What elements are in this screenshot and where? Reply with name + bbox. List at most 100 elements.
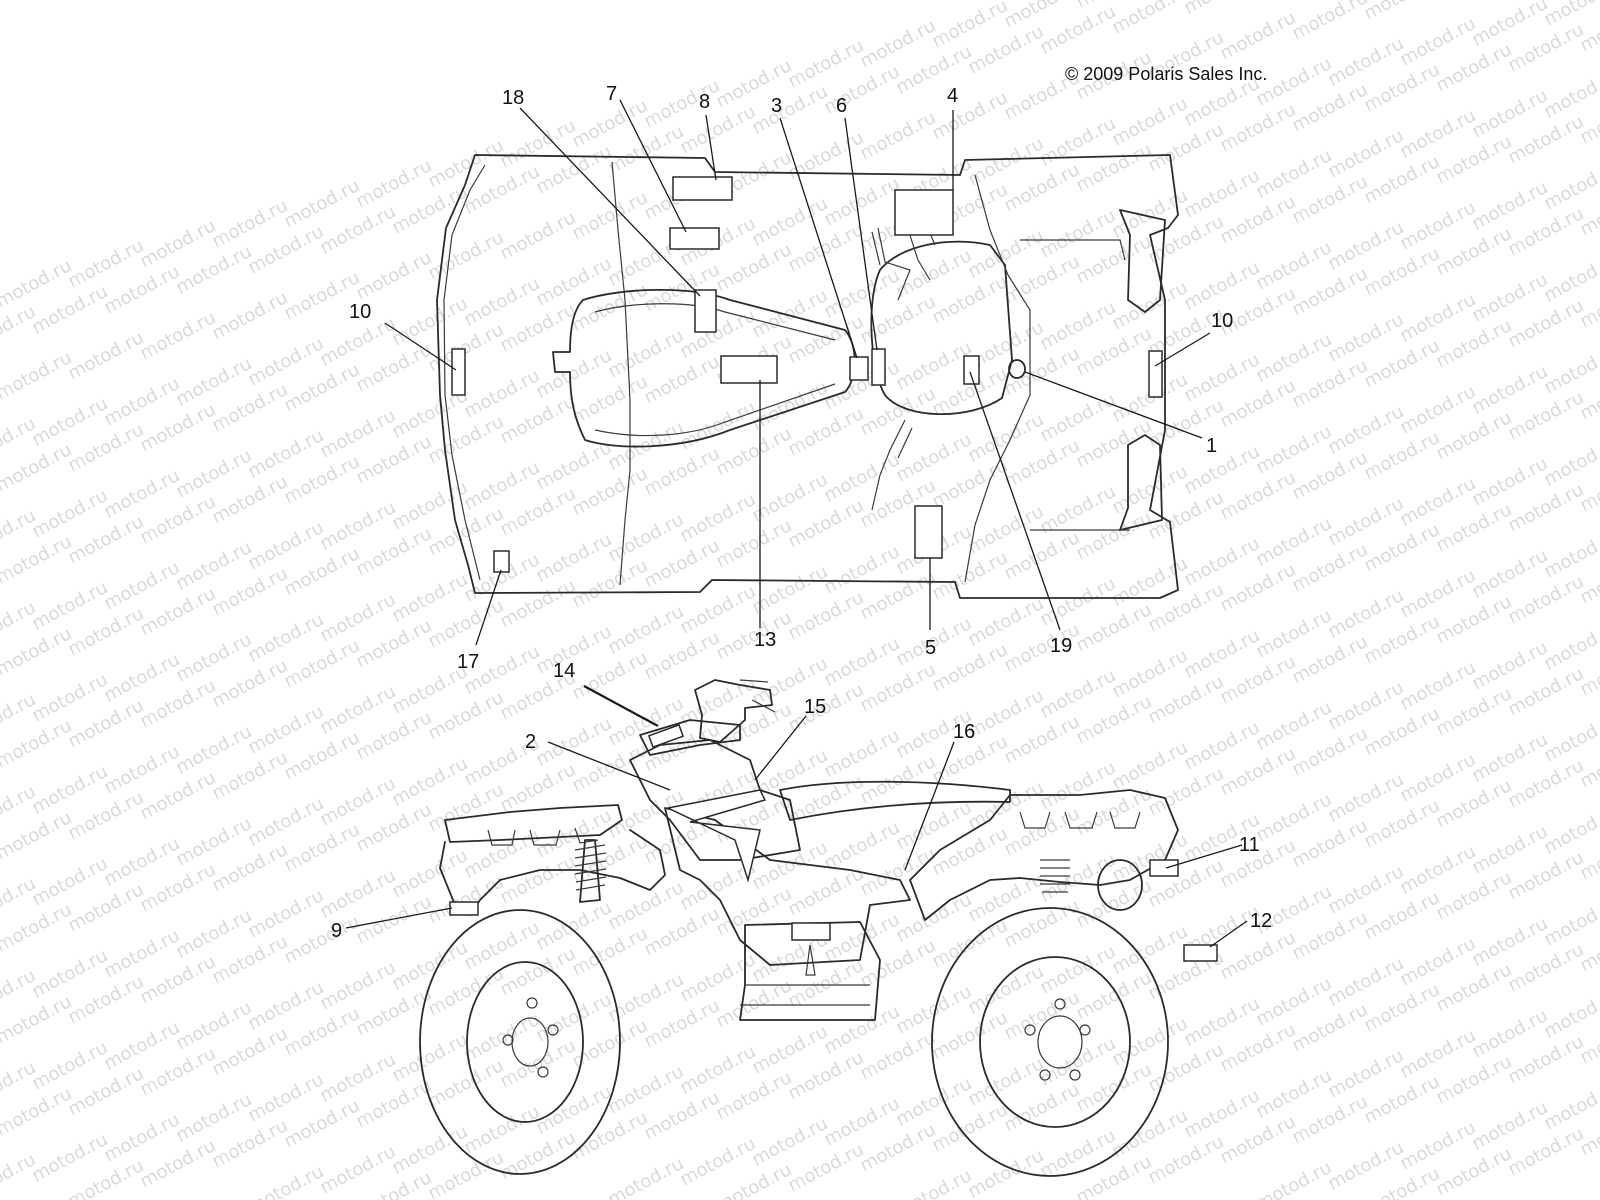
front-lug-nut — [1054, 998, 1066, 1010]
decal-17 — [493, 550, 510, 573]
leader-12 — [1209, 920, 1248, 948]
watermark-text: motod.ru — [1288, 0, 1371, 44]
front-rim — [979, 956, 1131, 1128]
leader-15 — [754, 715, 807, 781]
rear-lug-nut — [547, 1024, 559, 1036]
decal-13 — [720, 355, 778, 384]
decal-5 — [914, 505, 943, 559]
decal-11 — [1149, 859, 1179, 877]
leader-17 — [475, 569, 502, 646]
watermark-text: motod.ru — [1180, 0, 1263, 18]
watermark-text: motod.ru — [568, 187, 651, 244]
decal-10-right — [1148, 350, 1163, 398]
watermark-text: motod.ru — [64, 327, 147, 384]
decal-6 — [871, 348, 886, 386]
front-tire — [931, 907, 1169, 1177]
watermark-text: motod.ru — [1216, 7, 1299, 64]
callout-2: 2 — [525, 731, 536, 753]
decal-7 — [669, 227, 720, 250]
watermark-text: motod.ru — [1432, 0, 1515, 4]
headlight-top — [1119, 209, 1166, 313]
watermark-text: motod.ru — [424, 227, 507, 284]
callout-7: 7 — [606, 83, 617, 105]
leader-19 — [969, 371, 1061, 631]
leader-11 — [1165, 844, 1243, 869]
watermark-text: motod.ru — [352, 247, 435, 304]
front-lug-nut — [1039, 1069, 1051, 1081]
watermark-text: motod.ru — [604, 1153, 687, 1200]
handlebar-grip — [739, 679, 776, 713]
callout-6: 6 — [836, 95, 847, 117]
decal-12 — [1183, 944, 1218, 962]
decal-19 — [963, 355, 980, 385]
leader-10-left — [384, 322, 457, 371]
decal-4 — [894, 189, 954, 236]
handlebar-left — [871, 227, 911, 301]
leader-1 — [1024, 371, 1203, 439]
leader-16 — [904, 741, 955, 871]
watermark-text: motod.ru — [136, 307, 219, 364]
decal-18 — [694, 289, 717, 333]
callout-8: 8 — [699, 91, 710, 113]
watermark-text: motod.ru — [244, 1161, 327, 1200]
leader-14 — [583, 685, 659, 727]
callout-9: 9 — [331, 920, 342, 942]
leader-9 — [345, 907, 453, 929]
watermark-text: motod.ru — [784, 127, 867, 184]
callout-10-left: 10 — [349, 301, 371, 323]
watermark-text: motod.ru — [892, 1165, 975, 1200]
atv-side-view — [419, 679, 1218, 1177]
watermark-text: motod.ru — [964, 1145, 1047, 1200]
copyright-notice: © 2009 Polaris Sales Inc. — [1065, 64, 1267, 84]
handlebar-riser — [639, 719, 741, 756]
front-fender — [909, 789, 1179, 921]
watermark-text: motod.ru — [1360, 0, 1443, 24]
watermark-text: motod.ru — [1252, 1157, 1335, 1200]
callout-15: 15 — [804, 696, 826, 718]
callout-4: 4 — [947, 85, 958, 107]
watermark-text: motod.ru — [496, 207, 579, 264]
rear-rack-line — [443, 164, 486, 581]
callout-17: 17 — [457, 651, 479, 673]
watermark-text: motod.ru — [1108, 0, 1191, 38]
callout-19: 19 — [1050, 635, 1072, 657]
front-fender-inner — [1020, 239, 1130, 531]
front-lug-nut — [1069, 1069, 1081, 1081]
rear-lug-nut — [526, 997, 538, 1009]
front-hub — [1037, 1015, 1083, 1069]
leader-10-right — [1154, 332, 1211, 367]
front-fender-line-left — [964, 174, 1031, 583]
callout-1: 1 — [1206, 435, 1217, 457]
gas-cap — [1008, 359, 1026, 379]
leader-3 — [779, 117, 858, 359]
callout-13: 13 — [754, 629, 776, 651]
leader-8 — [705, 114, 717, 181]
rear-lug-nut — [537, 1066, 549, 1078]
callout-16: 16 — [953, 721, 975, 743]
callout-14: 14 — [553, 660, 575, 682]
callout-3: 3 — [771, 95, 782, 117]
watermark-text: motod.ru — [0, 347, 75, 404]
hood-outline — [870, 240, 1013, 416]
leader-lines — [345, 99, 1248, 948]
atv-top-view — [436, 154, 1179, 599]
handlebar-controls — [694, 679, 773, 743]
rear-rack-teeth — [487, 827, 599, 846]
decal-15 — [665, 789, 767, 883]
shifter — [805, 944, 816, 976]
watermark-text: motod.ru — [928, 87, 1011, 144]
callout-10-right: 10 — [1211, 310, 1233, 332]
leader-2 — [547, 741, 671, 791]
callout-18: 18 — [502, 87, 524, 109]
seat-inner-line — [594, 303, 836, 437]
front-headlight — [1097, 859, 1143, 911]
watermark-text: motod.ru — [208, 287, 291, 344]
front-lug-nut — [1079, 1024, 1091, 1036]
decal-8 — [672, 176, 733, 201]
rear-rack — [444, 804, 623, 843]
decal-9 — [449, 901, 479, 916]
rear-rim — [466, 961, 584, 1123]
callout-11: 11 — [1239, 834, 1260, 856]
footrest — [740, 984, 870, 1006]
